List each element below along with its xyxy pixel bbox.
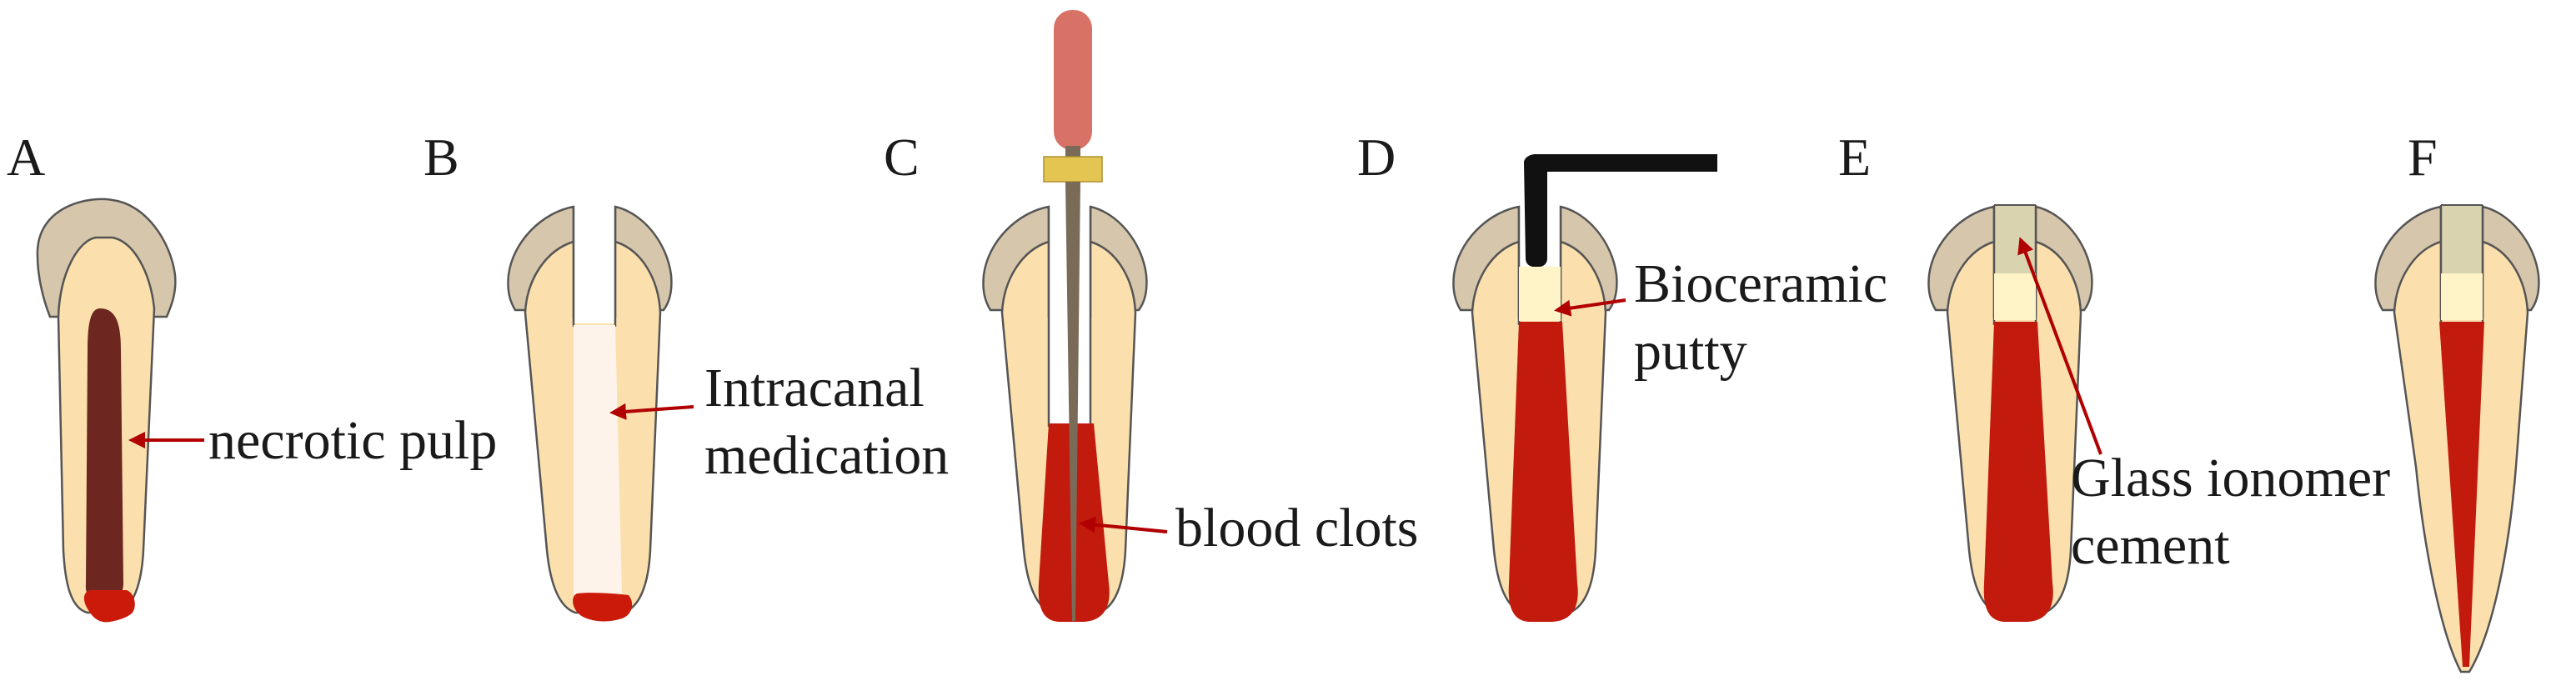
file-rubber-stopper [1043,156,1103,183]
label-bioceramic-line1: Bioceramic [1634,253,1887,314]
panel-letter-e: E [1838,128,1871,187]
label-necrotic-pulp: necrotic pulp [208,410,497,471]
label-bioceramic-line2: putty [1634,321,1747,382]
panel-a: A necrotic pulp [7,128,497,623]
tooth-c [982,205,1148,622]
tooth-a-necrotic-pulp [85,308,123,598]
endodontic-file [1043,10,1103,621]
panel-letter-c: C [884,128,920,187]
tooth-e-bioceramic-putty [1994,273,2036,320]
tooth-b-apical-blood [573,593,633,622]
tooth-f [2374,204,2540,673]
tooth-f-revascularized-tissue [2439,322,2484,667]
arrow-d [1554,298,1626,317]
panel-c: C blood clots [884,10,1419,622]
tooth-b-intracanal-medication [574,325,622,600]
arrow-c [1079,516,1168,533]
tooth-f-bioceramic-putty [2441,273,2483,320]
tooth-e [1927,204,2093,622]
tooth-a [36,198,177,623]
tooth-d-blood-clot [1508,322,1578,622]
tooth-b [507,205,673,622]
tooth-b-access-cavity [574,207,615,323]
panel-letter-b: B [423,128,459,187]
file-handle [1054,10,1092,150]
plugger-instrument [1524,154,1717,267]
file-neck [1065,146,1080,159]
label-gic-line2: cement [2071,515,2230,576]
panel-f: F [2374,128,2540,673]
arrow-e [2017,237,2102,455]
tooth-a-apical-blood [83,590,135,623]
panel-letter-f: F [2408,128,2438,187]
panel-letter-d: D [1357,128,1396,187]
tooth-d [1452,205,1618,622]
tooth-e-blood-clot [1983,322,2053,622]
label-intracanal-line1: Intracanal [704,358,925,418]
panel-letter-a: A [7,128,45,187]
file-shaft [1065,182,1080,621]
panel-b: B Intracanal medication [423,128,949,622]
label-blood-clots: blood clots [1175,498,1419,558]
tooth-d-bioceramic-putty [1519,267,1561,321]
tooth-f-glass-ionomer [2441,205,2483,273]
label-gic-line1: Glass ionomer [2071,448,2390,508]
panel-e: E Glass ionomer cement [1838,128,2390,622]
panel-d: D Bioceramic putty [1357,128,1887,622]
label-intracanal-line2: medication [704,425,949,486]
arrow-b [609,403,694,420]
